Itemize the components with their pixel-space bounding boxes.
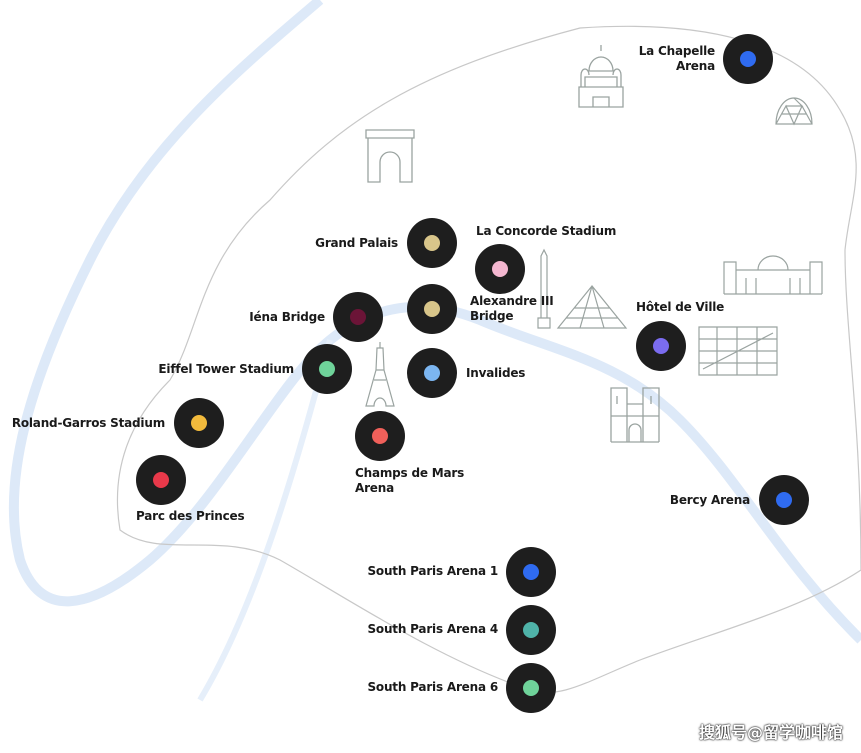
venue-color-dot [492, 261, 508, 277]
venue-marker-champs-de-mars-arena[interactable] [355, 411, 405, 461]
venue-marker-south-paris-arena-6[interactable] [506, 663, 556, 713]
venue-marker-alexandre-iii-bridge[interactable] [407, 284, 457, 334]
watermark: 搜狐号@留学咖啡馆 [698, 723, 843, 742]
venue-color-dot [319, 361, 335, 377]
venue-label-eiffel-tower-stadium[interactable]: Eiffel Tower Stadium [158, 362, 294, 377]
eiffel-tower-icon [365, 342, 395, 407]
venue-color-dot [740, 51, 756, 67]
venue-color-dot [350, 309, 366, 325]
venue-label-line: Parc des Princes [136, 509, 245, 523]
venue-color-dot [776, 492, 792, 508]
venue-marker-bercy-arena[interactable] [759, 475, 809, 525]
venue-label-line: Alexandre III [470, 294, 554, 308]
venue-label-south-paris-arena-4[interactable]: South Paris Arena 4 [367, 622, 498, 637]
venue-marker-la-concorde-stadium[interactable] [475, 244, 525, 294]
notre-dame-icon [610, 387, 660, 443]
arc-de-triomphe-icon [365, 129, 415, 183]
venue-color-dot [424, 301, 440, 317]
venue-label-iena-bridge[interactable]: Iéna Bridge [249, 310, 325, 325]
venue-label-line: Arena [355, 481, 394, 495]
obelisk-icon [537, 248, 551, 329]
venue-label-grand-palais[interactable]: Grand Palais [315, 236, 398, 251]
venue-label-line: South Paris Arena 4 [367, 622, 498, 636]
venue-color-dot [523, 564, 539, 580]
venue-label-line: La Chapelle [638, 44, 715, 58]
venue-marker-roland-garros-stadium[interactable] [174, 398, 224, 448]
venue-label-line: Grand Palais [315, 236, 398, 250]
venue-marker-invalides[interactable] [407, 348, 457, 398]
venue-marker-parc-des-princes[interactable] [136, 455, 186, 505]
sacre-coeur-icon [578, 45, 624, 108]
venue-label-line: Arena [676, 59, 715, 73]
venue-label-bercy-arena[interactable]: Bercy Arena [670, 493, 750, 508]
geode-dome-icon [775, 97, 813, 126]
venue-label-hotel-de-ville[interactable]: Hôtel de Ville [636, 300, 724, 315]
venue-label-line: Hôtel de Ville [636, 300, 725, 314]
venue-marker-eiffel-tower-stadium[interactable] [302, 344, 352, 394]
venue-marker-hotel-de-ville[interactable] [636, 321, 686, 371]
venue-label-line: Iéna Bridge [249, 310, 325, 324]
venue-label-parc-des-princes[interactable]: Parc des Princes [136, 509, 245, 524]
venue-label-line: Champs de Mars [355, 466, 465, 480]
venue-label-la-concorde-stadium[interactable]: La Concorde Stadium [476, 224, 616, 239]
venue-label-line: South Paris Arena 6 [367, 680, 498, 694]
venue-label-line: Roland-Garros Stadium [11, 416, 165, 430]
venue-color-dot [153, 472, 169, 488]
pompidou-centre-icon [698, 326, 778, 376]
venue-label-invalides[interactable]: Invalides [466, 366, 525, 381]
venue-marker-iena-bridge[interactable] [333, 292, 383, 342]
venue-color-dot [424, 235, 440, 251]
venue-color-dot [424, 365, 440, 381]
louvre-pyramid-icon [556, 285, 628, 329]
venue-label-line: La Concorde Stadium [476, 224, 617, 238]
venue-color-dot [191, 415, 207, 431]
venue-label-roland-garros-stadium[interactable]: Roland-Garros Stadium [12, 416, 165, 431]
venue-marker-la-chapelle-arena[interactable] [723, 34, 773, 84]
hotel-de-ville-building-icon [723, 255, 823, 295]
venue-label-line: Bridge [470, 309, 514, 323]
venue-label-south-paris-arena-6[interactable]: South Paris Arena 6 [367, 680, 498, 695]
venue-marker-south-paris-arena-1[interactable] [506, 547, 556, 597]
venue-label-line: Invalides [466, 366, 526, 380]
venue-label-line: Bercy Arena [669, 493, 750, 507]
venue-marker-south-paris-arena-4[interactable] [506, 605, 556, 655]
venue-color-dot [523, 622, 539, 638]
venue-marker-grand-palais[interactable] [407, 218, 457, 268]
venue-color-dot [653, 338, 669, 354]
seine-river [8, 0, 861, 644]
venue-label-line: South Paris Arena 1 [367, 564, 498, 578]
venue-label-line: Eiffel Tower Stadium [158, 362, 294, 376]
venue-color-dot [523, 680, 539, 696]
venue-label-south-paris-arena-1[interactable]: South Paris Arena 1 [367, 564, 498, 579]
venue-color-dot [372, 428, 388, 444]
